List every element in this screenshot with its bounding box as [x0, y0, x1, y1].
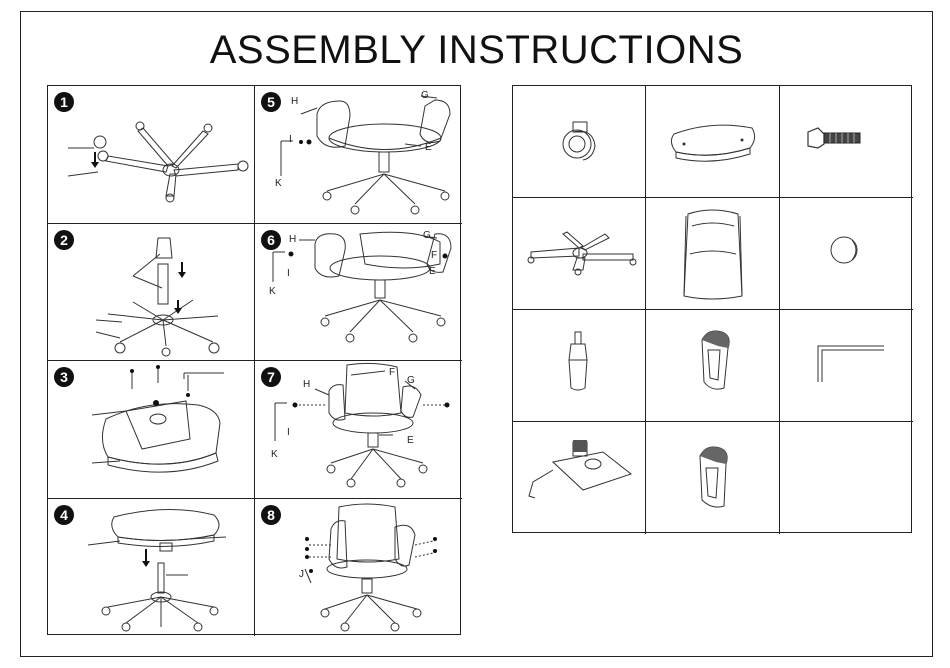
step-4-panel: 4 — [48, 499, 255, 637]
part-label-k: K — [269, 286, 276, 297]
seat-cushion-icon — [646, 86, 779, 198]
mechanism-to-seat-illustration — [48, 361, 255, 498]
part-label-h: H — [303, 379, 310, 390]
seat-onto-base-illustration — [48, 499, 255, 636]
tilt-mechanism-icon — [513, 422, 646, 534]
part-label-f: F — [389, 367, 395, 378]
part-label-g: G — [421, 90, 429, 101]
star-base-assembly-illustration — [48, 86, 255, 223]
caster-wheel-icon — [513, 86, 646, 198]
part-label-k: K — [275, 178, 282, 189]
step-2-panel: 2 — [48, 224, 255, 362]
part-label-i: I — [289, 134, 292, 145]
step-number-badge: 6 — [261, 230, 281, 250]
seat-armrest-attach-illustration — [255, 224, 462, 361]
star-base-icon — [513, 198, 646, 310]
gas-cylinder-icon — [513, 310, 646, 422]
part-label-e: E — [407, 435, 414, 446]
step-3-panel: 3 — [48, 361, 255, 499]
page-title: ASSEMBLY INSTRUCTIONS — [20, 28, 933, 73]
armrest-left-icon — [646, 310, 779, 422]
part-label-e: E — [429, 266, 436, 277]
gas-cylinder-insert-illustration — [48, 224, 255, 361]
armrest-right-icon — [646, 422, 779, 534]
step-number-badge: 7 — [261, 367, 281, 387]
bolt-icon — [780, 86, 913, 198]
parts-list-grid — [512, 85, 912, 533]
backrest-icon — [646, 198, 779, 310]
step-6-panel: 6 H G I F E K — [255, 224, 462, 362]
step-number-badge: 3 — [54, 367, 74, 387]
allen-key-icon — [780, 310, 913, 422]
step-number-badge: 5 — [261, 92, 281, 112]
empty-cell — [780, 422, 913, 534]
part-label-h: H — [289, 234, 296, 245]
part-label-j: J — [299, 569, 304, 580]
part-label-i: I — [287, 427, 290, 438]
step-7-panel: 7 F H G I E K — [255, 361, 462, 499]
step-5-panel: 5 H G I E K — [255, 86, 462, 224]
steps-grid: 1 5 H G I E K — [47, 85, 461, 635]
part-label-i: I — [287, 268, 290, 279]
end-cap-icon — [780, 198, 913, 310]
armrest-attach-illustration — [255, 86, 462, 223]
step-number-badge: 1 — [54, 92, 74, 112]
part-label-k: K — [271, 449, 278, 460]
step-1-panel: 1 — [48, 86, 255, 224]
step-number-badge: 4 — [54, 505, 74, 525]
part-label-f: F — [431, 250, 437, 261]
part-label-g: G — [407, 375, 415, 386]
part-label-h: H — [291, 96, 298, 107]
step-number-badge: 2 — [54, 230, 74, 250]
part-label-g: G — [423, 230, 431, 241]
step-number-badge: 8 — [261, 505, 281, 525]
part-label-e: E — [425, 142, 432, 153]
step-8-panel: 8 J — [255, 499, 462, 637]
final-assembly-illustration — [255, 499, 462, 636]
